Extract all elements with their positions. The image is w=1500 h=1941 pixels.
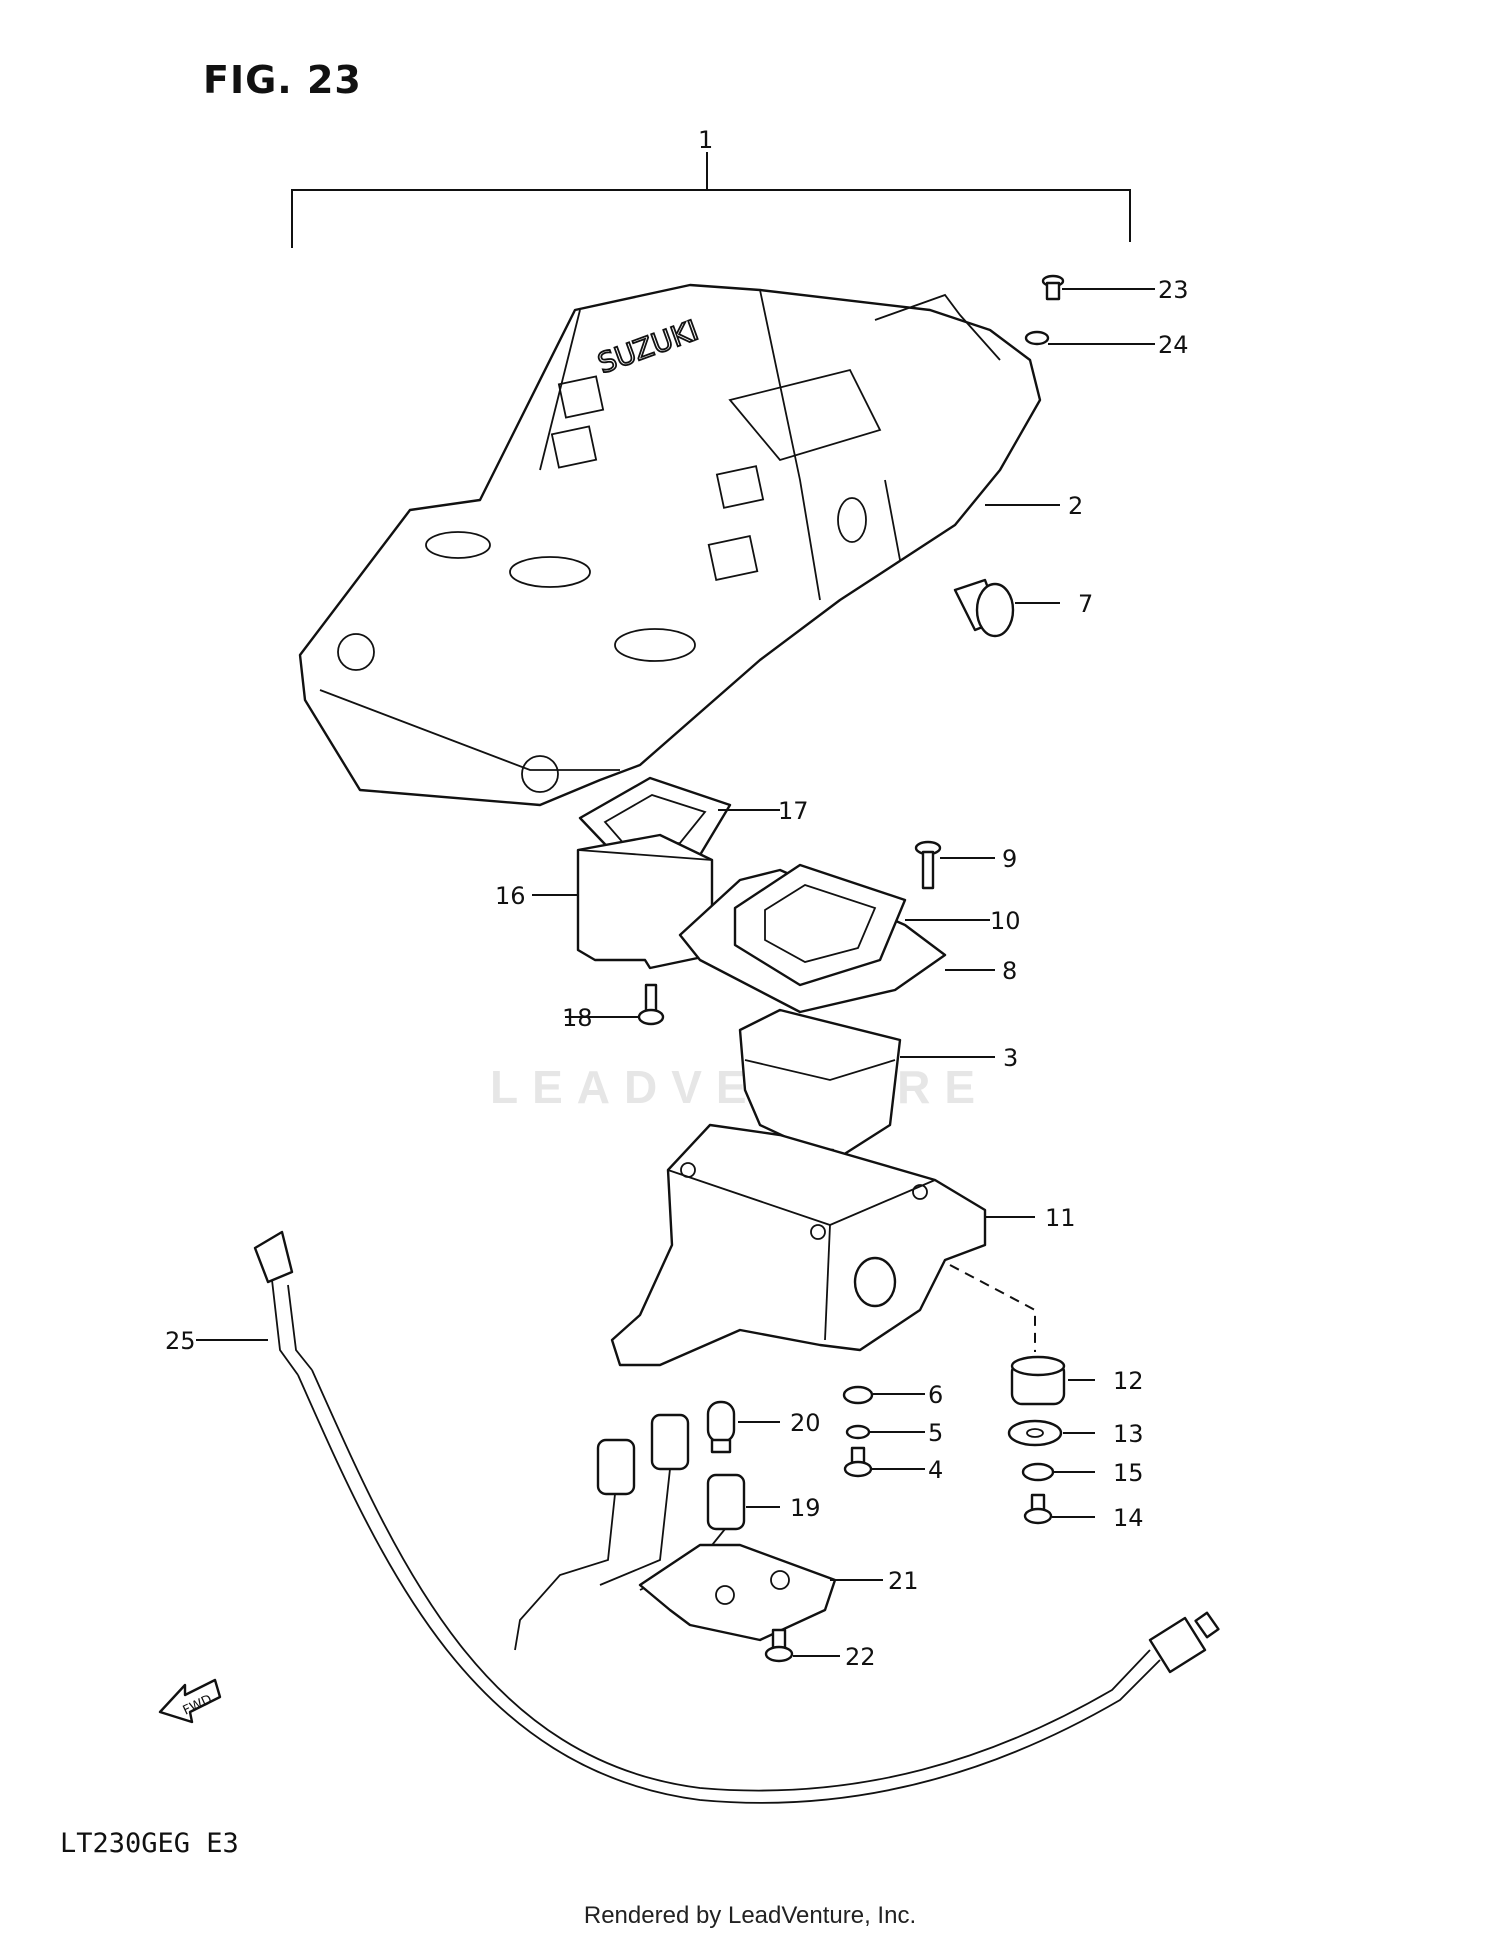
figure-title: FIG. 23 — [203, 58, 362, 102]
part-15-washer — [1021, 1462, 1055, 1482]
callout-11: 11 — [1045, 1204, 1076, 1232]
callout-labels: 1 2 3 4 5 6 7 8 9 10 11 12 13 14 15 16 1… — [165, 126, 1189, 1671]
part-10-meter-lens — [733, 863, 907, 987]
leader-lines — [196, 288, 1155, 1657]
callout-22: 22 — [845, 1643, 876, 1671]
callout-18: 18 — [562, 1004, 593, 1032]
part-20-bulb — [706, 1400, 736, 1454]
assembly-dash-line — [949, 1264, 1036, 1352]
part-7-knob — [953, 578, 1015, 638]
part-23-screw — [1041, 274, 1065, 301]
callout-10: 10 — [990, 907, 1021, 935]
part-13-washer — [1007, 1419, 1063, 1447]
part-12-grommet — [1010, 1355, 1066, 1406]
callout-8: 8 — [1002, 957, 1017, 985]
callout-7: 7 — [1078, 590, 1093, 618]
callout-6: 6 — [928, 1381, 943, 1409]
part-9-screw — [914, 840, 942, 890]
part-19-socket-assembly — [514, 1413, 746, 1651]
part-6-washer — [842, 1385, 874, 1405]
callout-12: 12 — [1113, 1367, 1144, 1395]
part-21-bracket — [638, 1543, 837, 1642]
callout-25: 25 — [165, 1327, 196, 1355]
callout-1: 1 — [698, 126, 713, 154]
callout-15: 15 — [1113, 1459, 1144, 1487]
callout-23: 23 — [1158, 276, 1189, 304]
fwd-arrow-icon: FWD — [158, 1678, 222, 1724]
part-2-instrument-cover: SUZUKI — [298, 283, 1042, 807]
part-4-screw — [843, 1446, 873, 1478]
callout-3: 3 — [1003, 1044, 1018, 1072]
assembly-bracket — [291, 152, 1131, 248]
part-14-screw — [1023, 1493, 1053, 1525]
part-5-washer — [845, 1424, 871, 1440]
callout-16: 16 — [495, 882, 526, 910]
callout-24: 24 — [1158, 331, 1189, 359]
callout-14: 14 — [1113, 1504, 1144, 1532]
callout-5: 5 — [928, 1419, 943, 1447]
callout-21: 21 — [888, 1567, 919, 1595]
part-24-washer — [1024, 330, 1050, 346]
callout-17: 17 — [778, 797, 809, 825]
part-18-screw — [637, 983, 665, 1026]
part-11-meter-case — [610, 1123, 987, 1367]
rendered-by-footer: Rendered by LeadVenture, Inc. — [583, 1902, 917, 1929]
callout-19: 19 — [790, 1494, 821, 1522]
callout-20: 20 — [790, 1409, 821, 1437]
part-22-screw — [764, 1628, 794, 1663]
callout-13: 13 — [1113, 1420, 1144, 1448]
callout-4: 4 — [928, 1456, 943, 1484]
model-code: LT230GEG E3 — [60, 1828, 239, 1859]
callout-2: 2 — [1068, 492, 1083, 520]
callout-9: 9 — [1002, 845, 1017, 873]
part-25-speedometer-cable — [253, 1230, 1220, 1804]
part-16-indicator-housing — [576, 833, 714, 970]
